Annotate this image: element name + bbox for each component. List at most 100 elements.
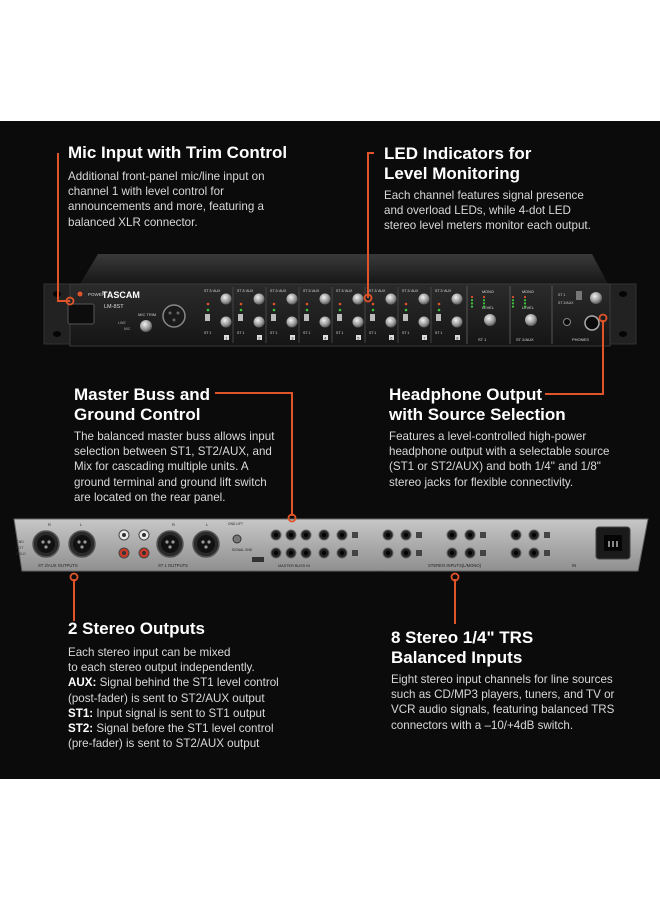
channel-number-box — [356, 335, 361, 340]
trs-jack-hole — [289, 533, 293, 537]
channel-number-box — [290, 335, 295, 340]
brand-logo: TASCAM — [102, 290, 140, 300]
xlr-pin — [44, 545, 48, 549]
st1-level-knob[interactable] — [451, 316, 463, 328]
rear-l-label: L — [80, 522, 83, 527]
st-aux-label: ST 2/ AUX — [369, 289, 386, 293]
signal-led — [404, 308, 408, 312]
meter-led — [482, 302, 486, 305]
st2-send-knob[interactable] — [286, 293, 298, 305]
mic-label: MIC — [124, 327, 131, 331]
channel-number-box — [257, 335, 262, 340]
rca-center — [122, 533, 126, 537]
inputs-title: 8 Stereo 1/4" TRS Balanced Inputs — [391, 628, 534, 667]
st1-item: ST1: Input signal is sent to ST1 output — [68, 706, 266, 720]
st2-send-knob[interactable] — [385, 293, 397, 305]
meter-led — [482, 305, 486, 308]
st2-send-knob[interactable] — [418, 293, 430, 305]
level-switch[interactable] — [544, 550, 550, 556]
st1-label: ST 1 — [402, 331, 409, 335]
outputs-desc: Each stereo input can be mixed to each s… — [68, 646, 279, 751]
st1-level-knob[interactable] — [418, 316, 430, 328]
mode-switch[interactable] — [304, 314, 309, 321]
line-label: LINE — [118, 321, 126, 325]
level-switch[interactable] — [352, 532, 358, 538]
phones-jack-large[interactable] — [584, 315, 600, 331]
overload-led — [437, 302, 441, 306]
meter-led — [523, 295, 527, 299]
trs-jack-hole — [340, 533, 344, 537]
xlr-input[interactable] — [162, 304, 186, 328]
st1-level-knob[interactable] — [352, 316, 364, 328]
phones-source-switch[interactable] — [576, 291, 582, 300]
rear-panel-image: GND HOT COLD ST 2/AUX OUTPUTS ST 1 OUTPU… — [13, 518, 649, 572]
mic-trim-knob[interactable] — [140, 320, 152, 332]
channel-number-box — [389, 335, 394, 340]
phones-level-knob[interactable] — [590, 292, 602, 304]
mode-switch[interactable] — [436, 314, 441, 321]
level-switch[interactable] — [416, 550, 422, 556]
st2-send-knob[interactable] — [253, 293, 265, 305]
master-title: Master Buss and Ground Control — [74, 385, 211, 424]
xlr-pin — [204, 545, 208, 549]
signal-led — [305, 308, 309, 312]
st2-outputs-label: ST 2/AUX OUTPUTS — [38, 563, 78, 568]
meter-led — [470, 305, 474, 308]
st2-send-knob[interactable] — [220, 293, 232, 305]
st1-level-knob[interactable] — [286, 316, 298, 328]
mode-switch[interactable] — [370, 314, 375, 321]
mode-switch[interactable] — [238, 314, 243, 321]
st2-send-knob[interactable] — [352, 293, 364, 305]
level-switch[interactable] — [480, 550, 486, 556]
front-panel-image: POWER TASCAM LM-8ST MIC TRIM LINE MIC ST… — [43, 254, 637, 347]
mode-switch[interactable] — [337, 314, 342, 321]
level-switch[interactable] — [480, 532, 486, 538]
st2-send-knob[interactable] — [451, 293, 463, 305]
level-switch[interactable] — [544, 532, 550, 538]
mic-input-title: Mic Input with Trim Control — [68, 143, 288, 162]
trs-jack-hole — [386, 533, 390, 537]
st1-level-knob[interactable] — [319, 316, 331, 328]
mode-switch[interactable] — [271, 314, 276, 321]
gnd-lift-switch[interactable] — [252, 557, 264, 562]
power-switch[interactable] — [67, 303, 95, 325]
trs-jack-hole — [304, 551, 308, 555]
level-switch[interactable] — [352, 550, 358, 556]
rear-l-label: L — [206, 522, 209, 527]
rear-r-label: R — [48, 522, 51, 527]
trs-jack-hole — [532, 551, 536, 555]
trs-jack-hole — [468, 533, 472, 537]
overload-led — [272, 302, 276, 306]
overload-led — [206, 302, 210, 306]
st1-label: ST 1 — [204, 331, 211, 335]
hot-label: HOT — [16, 546, 24, 550]
level-switch[interactable] — [416, 532, 422, 538]
st1-level-knob[interactable] — [220, 316, 232, 328]
level-meters — [470, 295, 527, 308]
stereo-inputs-label: STEREO INPUTS(L/MONO) — [428, 563, 482, 568]
st1-level-knob[interactable] — [484, 314, 496, 326]
headphone-desc: Features a level-controlled high-power h… — [389, 430, 610, 489]
st1-level-knob[interactable] — [385, 316, 397, 328]
st2-level-knob[interactable] — [525, 314, 537, 326]
st1-level-knob[interactable] — [253, 316, 265, 328]
st1-label: ST 1 — [303, 331, 310, 335]
mode-switch[interactable] — [403, 314, 408, 321]
st2-send-knob[interactable] — [319, 293, 331, 305]
xlr-pin — [83, 540, 87, 544]
st2-out-label: ST 2/AUX — [516, 337, 534, 342]
channel-number-box — [323, 335, 328, 340]
phones-jack-mini[interactable] — [563, 318, 571, 326]
xlr-inner — [161, 535, 179, 553]
ground-terminal[interactable] — [232, 534, 242, 544]
power-pin — [612, 541, 614, 547]
led-title: LED Indicators for Level Monitoring — [384, 144, 532, 183]
meter-led — [523, 299, 527, 302]
mode-switch[interactable] — [205, 314, 210, 321]
mic-trim-label: MIC TRIM — [138, 312, 156, 317]
meter-led — [470, 299, 474, 302]
trs-input-jacks — [270, 529, 550, 559]
level-label: LEVEL — [482, 306, 494, 310]
st-aux-label: ST 2/ AUX — [237, 289, 254, 293]
